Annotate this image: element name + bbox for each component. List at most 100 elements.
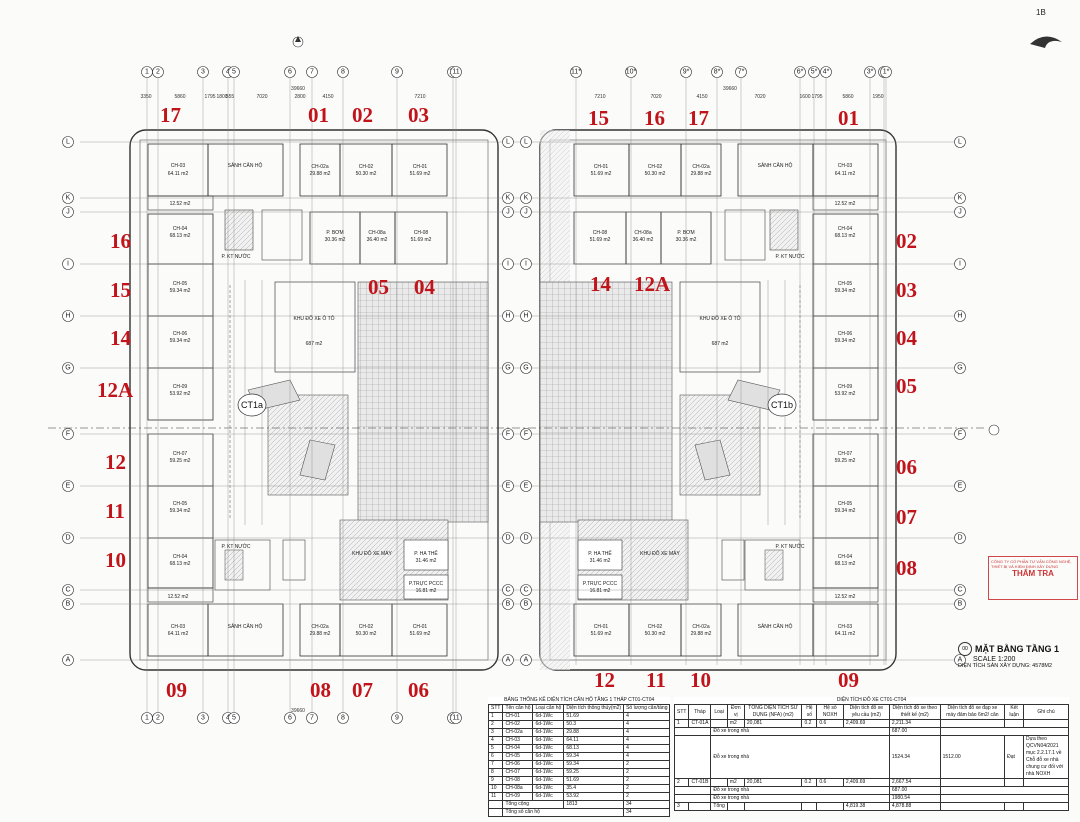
unit-num-right-side-3: 05 [896,374,917,398]
axis-label-side-midl-11-circle [502,654,514,666]
room-mdf-top-left: 12.52 m2 [170,201,191,207]
table1-cell: CH-06 [502,760,534,769]
table1-cell: 6d-1Wc [532,720,565,729]
axis-label-side-midl-9: C [505,587,510,594]
table2-cell: 20,081 [743,778,803,787]
table1-cell: 51.69 [563,776,625,785]
axis-label-left-8: 9 [395,69,399,76]
room-ch06-area-left: 59.34 m2 [170,338,191,344]
dim-left-6: 2800 [294,94,305,100]
axis-label-side-midl-3: I [507,261,509,268]
room-ch02-top-right: CH-02 [648,164,663,170]
room-ch02-area-bottom-right: 50.30 m2 [645,631,666,637]
axis-label-side-left-0-circle [62,136,74,148]
room-ch01-top-left: CH-01 [413,164,428,170]
axis-label-left-bottom-1: 2 [156,715,160,722]
table2-cell: Diện tích đỗ xe theo thiết kế (m2) [888,704,941,720]
axis-label-right-7-circle [820,66,832,78]
room-ch03b-right: CH-03 [838,624,853,630]
room-ch02-bottom-left: CH-02 [359,624,374,630]
axis-label-right-0-circle [570,66,582,78]
room-ch05b-left: CH-05 [173,501,188,507]
unit-num-right-core-1: 12A [634,272,671,296]
axis-label-side-right-2: J [958,209,962,216]
table1-cell: 2 [623,768,671,777]
table1-cell: 50.3 [563,720,625,729]
table2-r1b-val: 1524.34 [888,735,941,779]
room-oto-area-right: 687 m2 [712,341,729,347]
table2-cell: 4,819.38 [842,802,890,811]
table2-cell: m2 [726,719,745,728]
room-ch04-area-right: 68.13 m2 [835,233,856,239]
table2-cell: 2,409.69 [842,719,890,728]
table2-cell [939,802,1006,811]
room-ch03-left: CH-03 [171,163,186,169]
table1-cell: 11 [487,792,504,801]
room-ch02a-bottom-right: CH-02a [692,624,709,630]
axis-label-side-mid-4-circle [520,310,532,322]
axis-label-side-left-9: C [65,587,70,594]
axis-label-left-4: 5 [232,69,236,76]
axis-label-side-right-5: G [957,365,962,372]
dim-left-total: 39660 [291,86,305,92]
axis-label-side-mid-11-circle [520,654,532,666]
table2-cell: 20,081 [743,719,803,728]
table2-cell [939,719,1006,728]
table1-cell: 64.11 [563,736,625,745]
table2-r2b: Đỗ xe trong nhà [710,794,890,803]
dim-left-1: 5860 [174,94,185,100]
table2-cell [1023,778,1069,787]
room-ch04b-right: CH-04 [838,554,853,560]
table1-cell: 8 [487,768,504,777]
table1-cell: 1 [487,712,504,721]
room-ch07-left: CH-07 [173,451,188,457]
unit-num-left-side-6: 10 [105,548,126,572]
table2-cell: 0.2 [801,719,818,728]
axis-label-side-midl-6: F [506,431,510,438]
tower-label-ct1a: CT1a [241,400,263,410]
axis-label-left-bottom-4: 5 [232,715,236,722]
axis-label-side-mid-5-circle [520,362,532,374]
table1-cell: 9 [487,776,504,785]
table1-cell: 7 [487,760,504,769]
axis-label-side-left-1: K [66,195,71,202]
axis-label-side-left-3-circle [62,258,74,270]
axis-label-right-1: 10* [626,69,637,76]
axis-label-side-midl-5: G [505,365,510,372]
table2-cell: Tháp [688,704,712,720]
axis-label-side-left-5-circle [62,362,74,374]
table1-cell: 4 [623,720,671,729]
unit-num-right-top-0: 15 [588,106,609,130]
table2-cell [801,802,818,811]
room-pbom-area-right: 30.36 m2 [676,237,697,243]
room-ch05b-right: CH-05 [838,501,853,507]
room-oto-right: KHU ĐỖ XE Ô TÔ [699,315,740,322]
axis-label-side-left-10-circle [62,598,74,610]
axis-label-left-bottom-6-circle [306,712,318,724]
table1-cell: 4 [623,752,671,761]
unit-num-left-side-2: 14 [110,326,132,350]
table1-cell: 6d-1Wc [532,712,565,721]
table2-r2a: Đỗ xe trong nhà [710,786,890,795]
axis-label-side-left-8-circle [62,532,74,544]
room-ch07-area-left: 59.25 m2 [170,458,191,464]
axis-label-side-midl-0: L [506,139,510,146]
table2-cell [726,802,745,811]
unit-num-right-core-0: 14 [590,272,612,296]
axis-labels: 1122334455667788991010111111*10*9*8*7*6*… [62,66,966,724]
axis-label-right-4-circle [735,66,747,78]
table1-cell: 6d-1Wc [532,728,565,737]
dim-right-3: 7020 [754,94,765,100]
table2-cell: Đơn vị [726,704,745,720]
axis-label-left-bottom-0: 1 [145,715,149,722]
axis-label-side-mid-4: H [523,313,528,320]
room-ch02-area-bottom-left: 50.30 m2 [356,631,377,637]
unit-num-left-top-1: 01 [308,103,329,127]
room-ch08a-left: CH-08a [368,230,385,236]
room-sanh-bottom-right: SẢNH CĂN HỘ [758,623,793,630]
room-ch02-top-left: CH-02 [359,164,374,170]
axis-label-side-right-1-circle [954,192,966,204]
